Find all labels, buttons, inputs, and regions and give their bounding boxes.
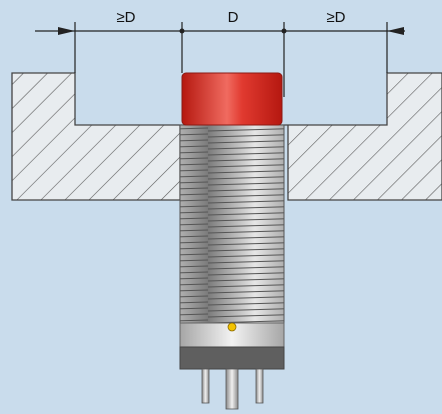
dimension-label-left: ≥D <box>116 9 135 26</box>
sensor-base <box>179 346 285 370</box>
sensor-thread <box>179 124 285 324</box>
proximity-sensor <box>179 72 285 410</box>
connector-pins <box>201 368 264 410</box>
dimension-label-center: D <box>228 9 239 26</box>
sensor-face <box>181 72 283 126</box>
dimension-lines <box>35 22 405 97</box>
dimension-label-right: ≥D <box>326 9 345 26</box>
status-led-icon <box>227 322 237 332</box>
